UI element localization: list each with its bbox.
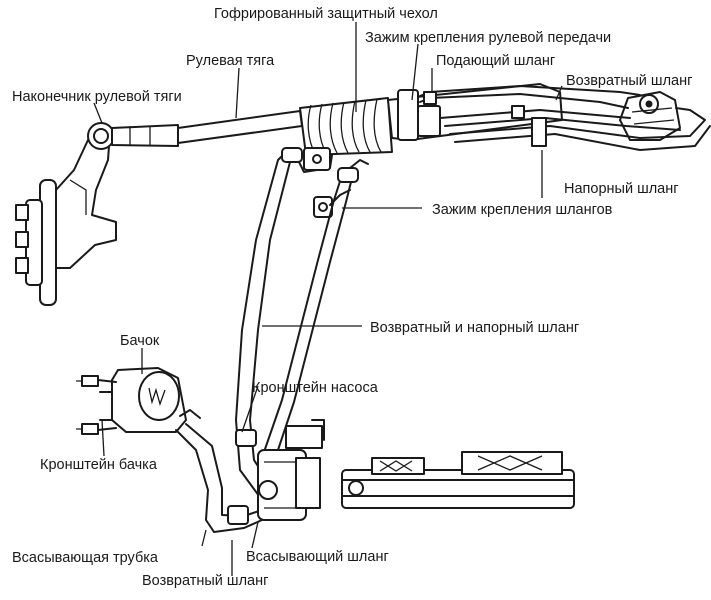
tie-rod-drawing [177, 110, 303, 144]
label-hose-clamp: Зажим крепления шлангов [432, 202, 613, 218]
suction-and-return-pipes [175, 409, 263, 533]
label-tie-rod-end: Наконечник рулевой тяги [12, 89, 182, 105]
pump-drawing [235, 419, 325, 521]
label-suction-pipe: Всасывающая трубка [12, 550, 159, 566]
label-reservoir: Бачок [120, 333, 160, 349]
reservoir-drawing [76, 367, 187, 435]
label-steering-gear-clamp: Зажим крепления рулевой передачи [365, 30, 611, 46]
label-supply-hose: Подающий шланг [436, 53, 555, 69]
tie-rod-end-drawing [87, 122, 179, 150]
label-tie-rod: Рулевая тяга [186, 53, 275, 69]
labels: Гофрированный защитный чехол Зажим крепл… [12, 6, 692, 589]
pump-mount-assembly [341, 451, 575, 509]
label-reservoir-bracket: Кронштейн бачка [40, 457, 158, 473]
upper-lines [419, 85, 711, 151]
label-suction-hose: Всасывающий шланг [246, 549, 389, 565]
label-return-and-pressure-hose: Возвратный и напорный шланг [370, 320, 579, 336]
steering-pump-unit [619, 91, 681, 141]
label-return-hose-bottom: Возвратный шланг [142, 573, 268, 589]
steering-knuckle-and-disc [15, 127, 117, 306]
corrugated-boot-drawing [299, 97, 393, 156]
label-corrugated-boot: Гофрированный защитный чехол [214, 6, 438, 22]
label-pump-bracket: Кронштейн насоса [252, 380, 379, 396]
leader-lines [93, 22, 563, 576]
label-return-hose-top: Возвратный шланг [566, 73, 692, 89]
label-pressure-hose: Напорный шланг [564, 181, 679, 197]
